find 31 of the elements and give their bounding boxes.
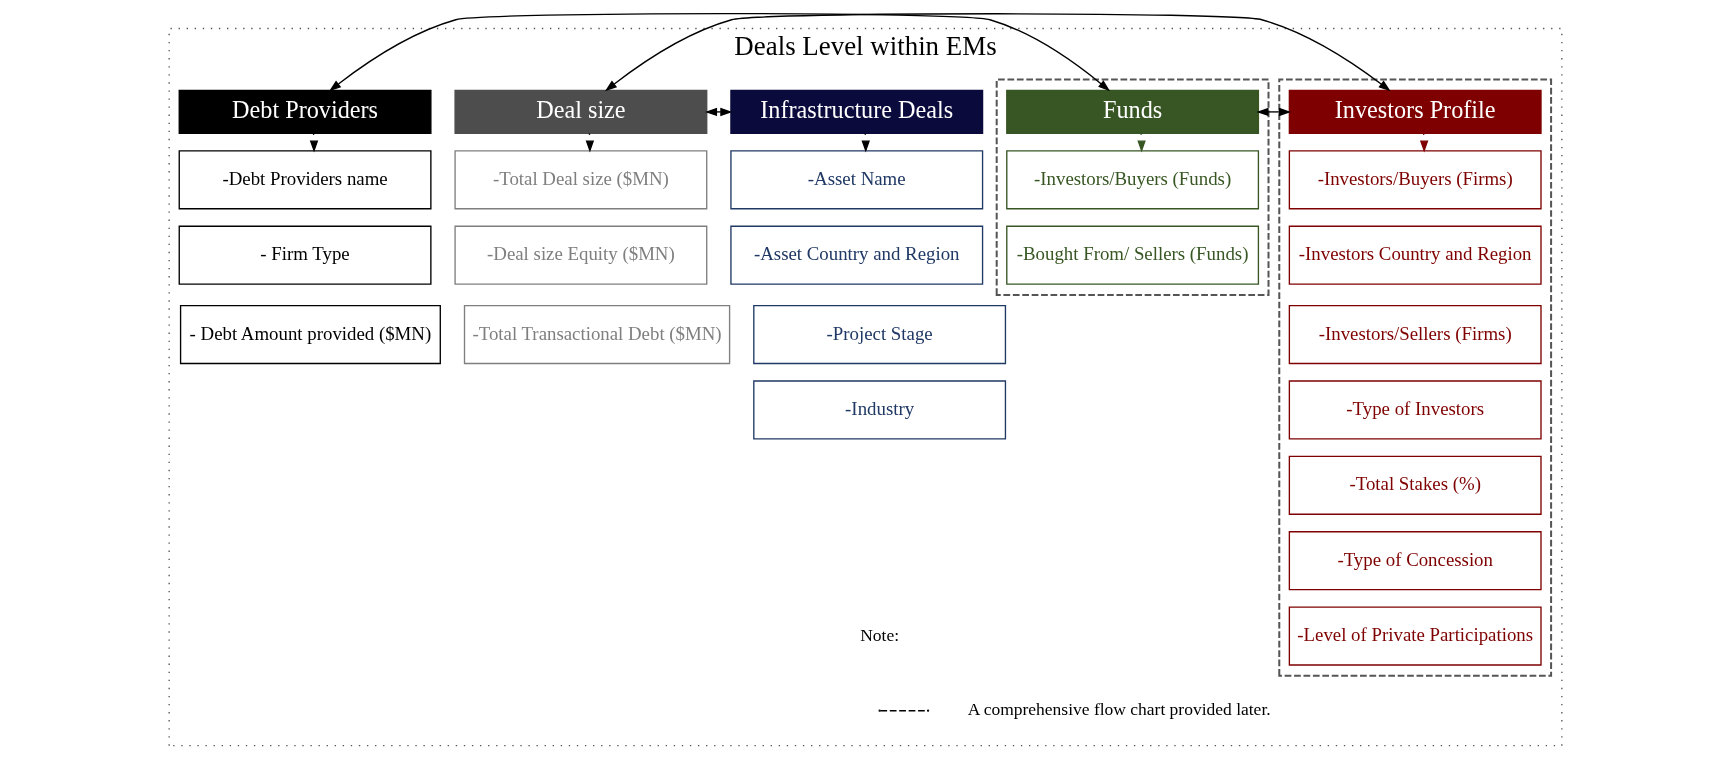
- node-box: -Industry: [753, 380, 1007, 440]
- node-box: -Debt Providers name: [178, 150, 432, 210]
- node-box: -Type of Concession: [1288, 531, 1542, 591]
- arrow: [1256, 107, 1292, 117]
- node-box: Funds: [1006, 89, 1260, 135]
- node-box: - Debt Amount provided ($MN): [179, 305, 441, 365]
- node-box: -Asset Name: [730, 150, 984, 210]
- node-box: -Asset Country and Region: [730, 225, 984, 285]
- node-box: -Investors/Sellers (Firms): [1288, 305, 1542, 365]
- node-box: -Total Transactional Debt ($MN): [463, 305, 731, 365]
- node-box: -Type of Investors: [1288, 380, 1542, 440]
- node-box: Debt Providers: [178, 89, 432, 135]
- node-box: -Deal size Equity ($MN): [454, 225, 708, 285]
- label: Note:: [860, 624, 900, 645]
- arrow: [704, 107, 733, 117]
- arrow: [329, 12, 1111, 92]
- node-box: -Project Stage: [753, 305, 1007, 365]
- arrow: [604, 13, 1391, 92]
- node-box: -Investors Country and Region: [1288, 225, 1542, 285]
- node-box: -Bought From/ Sellers (Funds): [1006, 225, 1260, 285]
- node-box: -Investors/Buyers (Funds): [1006, 150, 1260, 210]
- node-box: - Firm Type: [178, 225, 432, 285]
- node-box: Deal size: [454, 89, 708, 135]
- node-box: -Investors/Buyers (Firms): [1288, 150, 1542, 210]
- legend-label: A comprehensive flow chart provided later.: [967, 699, 1271, 720]
- node-box: -Total Deal size ($MN): [454, 150, 708, 210]
- node-box: -Level of Private Participations: [1288, 606, 1542, 666]
- node-box: Infrastructure Deals: [730, 89, 984, 135]
- arrow: [1137, 132, 1146, 153]
- node-box: Investors Profile: [1288, 89, 1542, 135]
- node-box: -Total Stakes (%): [1288, 455, 1542, 515]
